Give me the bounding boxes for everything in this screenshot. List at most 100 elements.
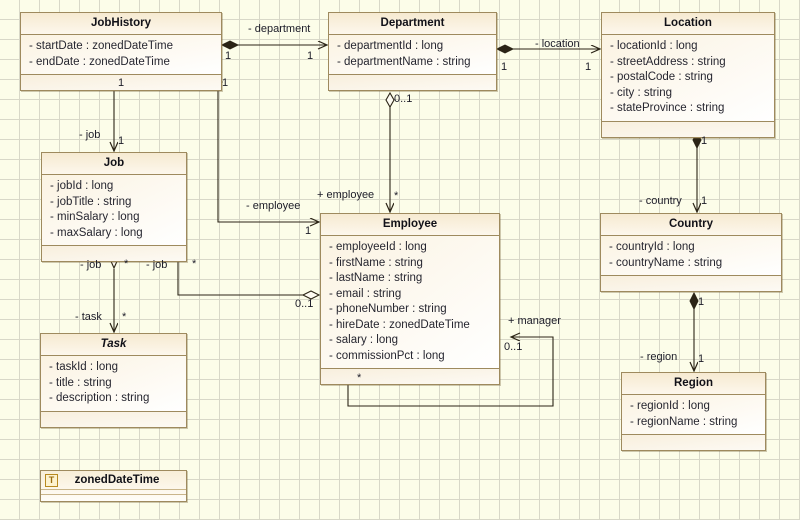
attribute-row: - postalCode : string	[610, 71, 713, 83]
attribute-row: - lastName : string	[329, 272, 423, 284]
mult-employee-job-source: 0..1	[295, 298, 314, 310]
attribute-row: - description : string	[49, 392, 150, 404]
class-country-attributes: - countryId : long - countryName : strin…	[601, 236, 781, 276]
edge-label-job-left: - job	[80, 259, 102, 271]
edge-label-manager: + manager	[508, 315, 561, 327]
mult-manager-source: *	[357, 372, 362, 384]
edge-label-employee-from-department: + employee	[317, 189, 375, 201]
class-department[interactable]: Department - departmentId : long - depar…	[328, 12, 497, 91]
class-jobhistory-attributes: - startDate : zonedDateTime - endDate : …	[21, 35, 221, 75]
mult-jobhistory-job-target: 1	[118, 135, 125, 147]
edge-label-location: - location	[535, 38, 580, 50]
edge-label-country: - country	[639, 195, 682, 207]
edge-label-department: - department	[248, 23, 311, 35]
mult-department-employee-target: *	[394, 190, 399, 202]
edge-label-job-right: - job	[146, 259, 168, 271]
mult-department-employee-source: 0..1	[394, 93, 413, 105]
datatype-zoneddatetime[interactable]: T zonedDateTime	[40, 470, 187, 502]
attribute-row: - jobTitle : string	[50, 195, 132, 208]
attribute-row: - startDate : zonedDateTime	[29, 40, 174, 52]
class-location-title: Location	[602, 13, 774, 35]
class-employee-title: Employee	[321, 214, 499, 236]
attribute-row: - locationId : long	[610, 40, 698, 52]
class-job-attributes: - jobId : long - jobTitle : string - min…	[42, 175, 186, 246]
class-department-operations	[329, 75, 496, 90]
attribute-row: - title : string	[49, 376, 112, 389]
edge-label-task: - task	[75, 311, 102, 323]
class-country-operations	[601, 276, 781, 291]
edge-job-task	[109, 248, 119, 332]
mult-department-location-source: 1	[501, 61, 508, 73]
attribute-row: - maxSalary : long	[50, 226, 143, 239]
attribute-row: - countryName : string	[609, 256, 723, 269]
class-country-title: Country	[601, 214, 781, 236]
attribute-row: - city : string	[610, 86, 672, 99]
class-employee[interactable]: Employee - employeeId : long - firstName…	[320, 213, 500, 385]
attribute-row: - firstName : string	[329, 256, 423, 269]
attribute-row: - departmentId : long	[337, 40, 444, 52]
mult-job-task-source: *	[124, 258, 129, 270]
edge-label-job-from-history: - job	[79, 129, 101, 141]
class-task-title: Task	[41, 334, 186, 356]
class-location-attributes: - locationId : long - streetAddress : st…	[602, 35, 774, 122]
class-employee-operations	[321, 369, 499, 384]
class-jobhistory-operations	[21, 75, 221, 90]
attribute-row: - streetAddress : string	[610, 55, 726, 68]
attribute-row: - employeeId : long	[329, 241, 427, 253]
mult-country-region-source: 1	[698, 296, 705, 308]
edge-location-country	[692, 130, 702, 212]
edge-employee-job	[178, 250, 321, 300]
edge-label-region: - region	[640, 351, 678, 363]
attribute-row: - hireDate : zonedDateTime	[329, 318, 470, 331]
attribute-row: - departmentName : string	[337, 55, 471, 68]
datatype-title: zonedDateTime	[74, 474, 160, 486]
class-task[interactable]: Task - taskId : long - title : string - …	[40, 333, 187, 428]
class-job-title: Job	[42, 153, 186, 175]
class-jobhistory[interactable]: JobHistory - startDate : zonedDateTime -…	[20, 12, 222, 91]
class-employee-attributes: - employeeId : long - firstName : string…	[321, 236, 499, 369]
class-location-operations	[602, 121, 774, 137]
mult-country-region-target: 1	[698, 353, 705, 365]
mult-department-location-target: 1	[585, 61, 592, 73]
class-task-operations	[41, 411, 186, 427]
datatype-badge-icon: T	[45, 473, 58, 487]
attribute-row: - regionName : string	[630, 415, 738, 428]
mult-jobhistory-department-source: 1	[225, 50, 232, 62]
mult-jobhistory-employee-source: 1	[222, 77, 229, 89]
class-task-attributes: - taskId : long - title : string - descr…	[41, 356, 186, 412]
class-region-attributes: - regionId : long - regionName : string	[622, 395, 765, 435]
datatype-section-operations	[41, 495, 186, 501]
attribute-row: - endDate : zonedDateTime	[29, 55, 170, 68]
class-location[interactable]: Location - locationId : long - streetAdd…	[601, 12, 775, 138]
class-department-attributes: - departmentId : long - departmentName :…	[329, 35, 496, 75]
attribute-row: - minSalary : long	[50, 211, 140, 223]
mult-jobhistory-department-target: 1	[307, 50, 314, 62]
mult-jobhistory-employee-target: 1	[305, 225, 312, 237]
class-country[interactable]: Country - countryId : long - countryName…	[600, 213, 782, 292]
mult-employee-job-target: *	[192, 258, 197, 270]
attribute-row: - taskId : long	[49, 361, 119, 373]
mult-job-task-target: *	[122, 311, 127, 323]
datatype-header: T zonedDateTime	[41, 471, 186, 490]
class-job[interactable]: Job - jobId : long - jobTitle : string -…	[41, 152, 187, 262]
attribute-row: - stateProvince : string	[610, 102, 725, 114]
edge-department-employee	[385, 91, 395, 212]
mult-manager-target: 0..1	[504, 341, 523, 353]
attribute-row: - regionId : long	[630, 400, 710, 412]
mult-location-country-target: 1	[701, 195, 708, 207]
class-region-operations	[622, 435, 765, 450]
datatype-section-attributes	[41, 490, 186, 495]
class-jobhistory-title: JobHistory	[21, 13, 221, 35]
class-department-title: Department	[329, 13, 496, 35]
attribute-row: - phoneNumber : string	[329, 303, 447, 315]
attribute-row: - countryId : long	[609, 241, 695, 253]
attribute-row: - salary : long	[329, 334, 399, 346]
mult-location-country-source: 1	[701, 135, 708, 147]
edge-label-employee-from-history: - employee	[246, 200, 301, 212]
attribute-row: - jobId : long	[50, 180, 114, 192]
attribute-row: - commissionPct : long	[329, 349, 445, 362]
class-region[interactable]: Region - regionId : long - regionName : …	[621, 372, 766, 451]
class-region-title: Region	[622, 373, 765, 395]
attribute-row: - email : string	[329, 287, 402, 300]
